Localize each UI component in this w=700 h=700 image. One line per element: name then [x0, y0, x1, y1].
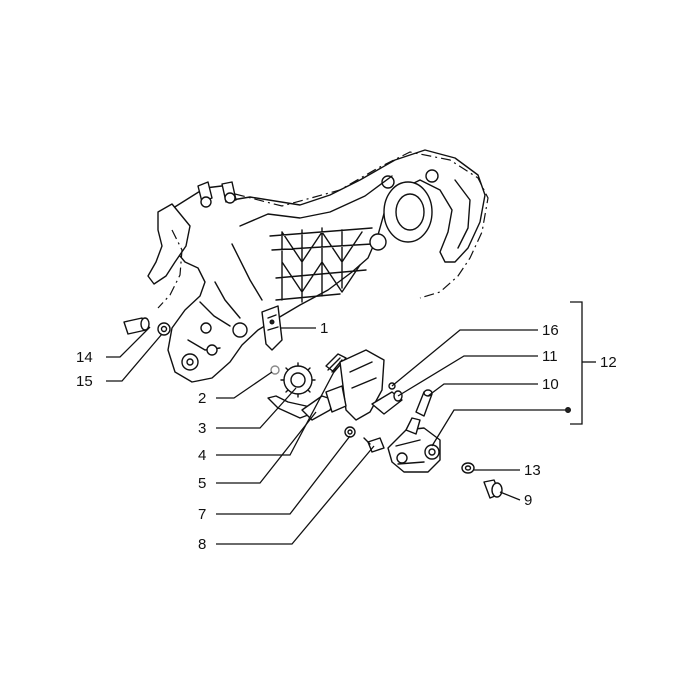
leader-9 — [499, 491, 521, 501]
oil-pump — [387, 417, 441, 473]
callout-3: 3 — [198, 420, 206, 437]
gasket-outline-left — [157, 229, 183, 309]
gasket-outline — [234, 151, 489, 299]
leader-5 — [216, 411, 317, 484]
part-11-hose — [371, 390, 403, 415]
callout-9: 9 — [524, 492, 532, 509]
leader-11 — [397, 355, 538, 397]
rib-lattice — [269, 227, 373, 303]
callout-12: 12 — [600, 354, 617, 371]
part-1-plate — [261, 305, 283, 351]
callout-8: 8 — [198, 536, 206, 553]
callout-10: 10 — [542, 376, 559, 393]
stud-hole-2 — [381, 175, 395, 189]
leader-3 — [216, 387, 297, 429]
part-15-washer — [157, 322, 171, 336]
part-8-screw — [363, 437, 385, 453]
part-10-hose — [415, 389, 433, 417]
callout-4: 4 — [198, 447, 206, 464]
boss-hole-2 — [224, 192, 236, 204]
leader-16 — [391, 329, 538, 387]
pump-housing — [325, 349, 385, 421]
callout-5: 5 — [198, 475, 206, 492]
inner-contour — [187, 175, 471, 351]
leader-lines — [106, 301, 596, 545]
part-2-oring — [270, 365, 280, 375]
callout-1: 1 — [320, 320, 328, 337]
callout-11: 11 — [542, 348, 558, 365]
mid-boss — [232, 322, 248, 338]
callout-7: 7 — [198, 506, 206, 523]
callout-2: 2 — [198, 390, 206, 407]
leader-10 — [427, 383, 538, 397]
bracket-12 — [570, 301, 583, 425]
stud-hole-3 — [425, 169, 439, 183]
crankcase — [147, 149, 489, 383]
bearing-bore — [395, 193, 425, 231]
part-7-washer — [344, 426, 356, 438]
callout-13: 13 — [524, 462, 541, 479]
leader-15 — [106, 333, 163, 382]
callout-15: 15 — [76, 373, 93, 390]
leader-pump — [431, 409, 565, 447]
group-dot — [565, 407, 571, 413]
part-13-washer — [461, 462, 475, 474]
bolt-hole-left — [200, 322, 212, 334]
bolt-hole-left-2 — [206, 344, 218, 356]
leader-8 — [216, 445, 375, 545]
lower-boss-hole — [186, 358, 194, 366]
leader-14 — [106, 326, 151, 358]
leader-2 — [216, 371, 273, 399]
part-14-screw — [123, 317, 150, 335]
leader-4 — [216, 367, 337, 456]
part-4-lever — [325, 353, 347, 373]
stud-hole-1 — [369, 233, 387, 251]
part-16-oring — [388, 382, 396, 390]
part-9-bolt — [483, 479, 503, 499]
callout-14: 14 — [76, 349, 93, 366]
callout-labels: 1 2 3 4 5 7 8 9 10 11 12 13 14 15 16 — [76, 320, 617, 553]
crankcase-left-flange — [147, 203, 191, 285]
boss-hole-1 — [200, 196, 212, 208]
callout-16: 16 — [542, 322, 559, 339]
leader-7 — [216, 435, 351, 515]
